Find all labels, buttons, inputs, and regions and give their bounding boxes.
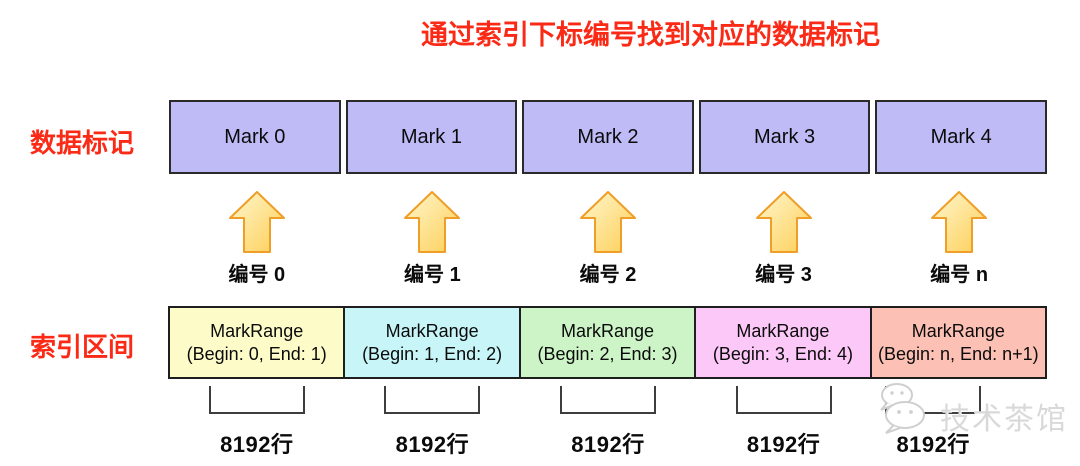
markrange-title: MarkRange [560, 320, 655, 341]
index-number-label: 编号 1 [404, 264, 461, 286]
row-count-label: 8192行 [220, 432, 294, 457]
marks-row: Mark 0 Mark 1 Mark 2 Mark 3 Mark 4 [169, 100, 1047, 174]
mark-label: Mark 0 [224, 125, 286, 148]
up-arrow-icon [228, 191, 285, 253]
arrows-row [169, 191, 1047, 253]
mark-label: Mark 3 [754, 125, 816, 148]
watermark: 技术茶馆 [874, 382, 1068, 438]
markrange-detail: (Begin: 0, End: 1) [186, 343, 327, 364]
markrange-title: MarkRange [911, 320, 1005, 341]
row-label-index-ranges: 索引区间 [30, 332, 135, 362]
mark-box-3: Mark 3 [698, 100, 871, 174]
markrange-detail: (Begin: 3, End: 4) [712, 343, 853, 364]
row-span-bracket [384, 386, 481, 414]
markrange-title: MarkRange [736, 320, 830, 341]
row-count-label: 8192行 [896, 432, 970, 457]
diagram-title: 通过索引下标编号找到对应的数据标记 [421, 20, 880, 50]
markrange-title: MarkRange [385, 320, 479, 341]
index-number-label: 编号 n [930, 264, 989, 286]
row-count-label: 8192行 [395, 432, 470, 457]
mark-box-4: Mark 4 [875, 100, 1047, 174]
index-number-label: 编号 2 [579, 264, 637, 286]
row-count-label: 8192行 [746, 432, 821, 457]
row-counts-row: 8192行 8192行 8192行 8192行 8192行 [169, 427, 1047, 459]
row-span-bracket [559, 386, 656, 414]
markrange-detail: (Begin: n, End: n+1) [878, 343, 1039, 364]
markrange-box-0: MarkRange (Begin: 0, End: 1) [168, 306, 346, 379]
mark-box-0: Mark 0 [169, 100, 341, 174]
markrange-box-4: MarkRange (Begin: n, End: n+1) [869, 306, 1048, 379]
mark-box-1: Mark 1 [345, 100, 518, 174]
up-arrow-icon [931, 191, 988, 253]
row-label-data-marks: 数据标记 [30, 128, 135, 158]
brackets-row [169, 386, 1047, 414]
mark-label: Mark 2 [577, 125, 639, 148]
markranges-row: MarkRange (Begin: 0, End: 1) MarkRange (… [168, 306, 1048, 379]
index-numbers-row: 编号 0 编号 1 编号 2 编号 3 编号 n [169, 258, 1047, 287]
up-arrow-icon [755, 191, 812, 253]
row-count-label: 8192行 [571, 432, 645, 457]
row-span-bracket [735, 386, 832, 414]
markrange-title: MarkRange [210, 320, 304, 341]
row-span-bracket [208, 386, 305, 414]
mark-label: Mark 1 [400, 125, 462, 148]
up-arrow-icon [579, 191, 636, 253]
index-number-label: 编号 3 [755, 264, 812, 286]
markrange-box-1: MarkRange (Begin: 1, End: 2) [343, 306, 521, 379]
markrange-box-3: MarkRange (Begin: 3, End: 4) [694, 306, 872, 379]
markrange-detail: (Begin: 1, End: 2) [362, 343, 503, 364]
mark-label: Mark 4 [930, 125, 992, 148]
watermark-text: 技术茶馆 [940, 403, 1068, 436]
mark-box-2: Mark 2 [522, 100, 694, 174]
index-number-label: 编号 0 [228, 264, 286, 286]
markrange-detail: (Begin: 2, End: 3) [537, 343, 678, 364]
up-arrow-icon [404, 191, 461, 253]
markrange-box-2: MarkRange (Begin: 2, End: 3) [518, 306, 697, 379]
wechat-icon [880, 383, 925, 434]
